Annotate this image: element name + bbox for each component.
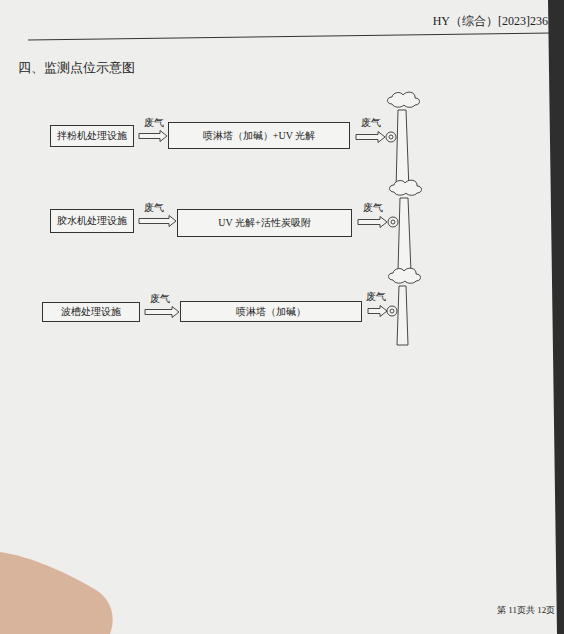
header-rule [28,33,552,40]
chimney-stack [388,180,422,272]
box-text: UV 光解+活性炭吸附 [218,217,310,229]
report-number: HY（综合）[2023]236 [433,14,548,28]
outlet-arrow [358,217,387,228]
flow-arrow [139,131,167,142]
flow-label: 废气 [149,293,171,305]
outlet-arrow [368,306,387,317]
box-text: 拌粉机处理设施 [57,130,127,142]
flow-label: 废气 [366,291,386,303]
flow-arrow [139,216,176,227]
flow-label: 废气 [143,202,165,214]
process-box: 波槽处理设施 [42,302,140,322]
process-box: 喷淋塔（加碱）+UV 光解 [168,122,350,149]
box-text: 喷淋塔（加碱）+UV 光解 [203,130,315,142]
box-text: 胶水机处理设施 [57,215,127,227]
process-box: 拌粉机处理设施 [50,125,134,147]
hand-photo [0,552,113,634]
process-box: 喷淋塔（加碱） [180,301,362,322]
box-text: 喷淋塔（加碱） [236,306,306,318]
outlet-arrow [356,132,385,143]
flow-label: 废气 [361,117,381,129]
process-box: UV 光解+活性炭吸附 [177,209,352,237]
section-title: 四、监测点位示意图 [18,60,135,76]
chimney-stack [387,268,421,345]
flow-label: 废气 [143,117,165,129]
box-text: 波槽处理设施 [61,306,121,318]
flow-arrow [145,307,179,318]
process-box: 胶水机处理设施 [50,209,134,233]
chimney-stack [386,92,420,190]
flow-label: 废气 [363,202,383,214]
page-number: 第 11页共 12页 [497,605,555,616]
